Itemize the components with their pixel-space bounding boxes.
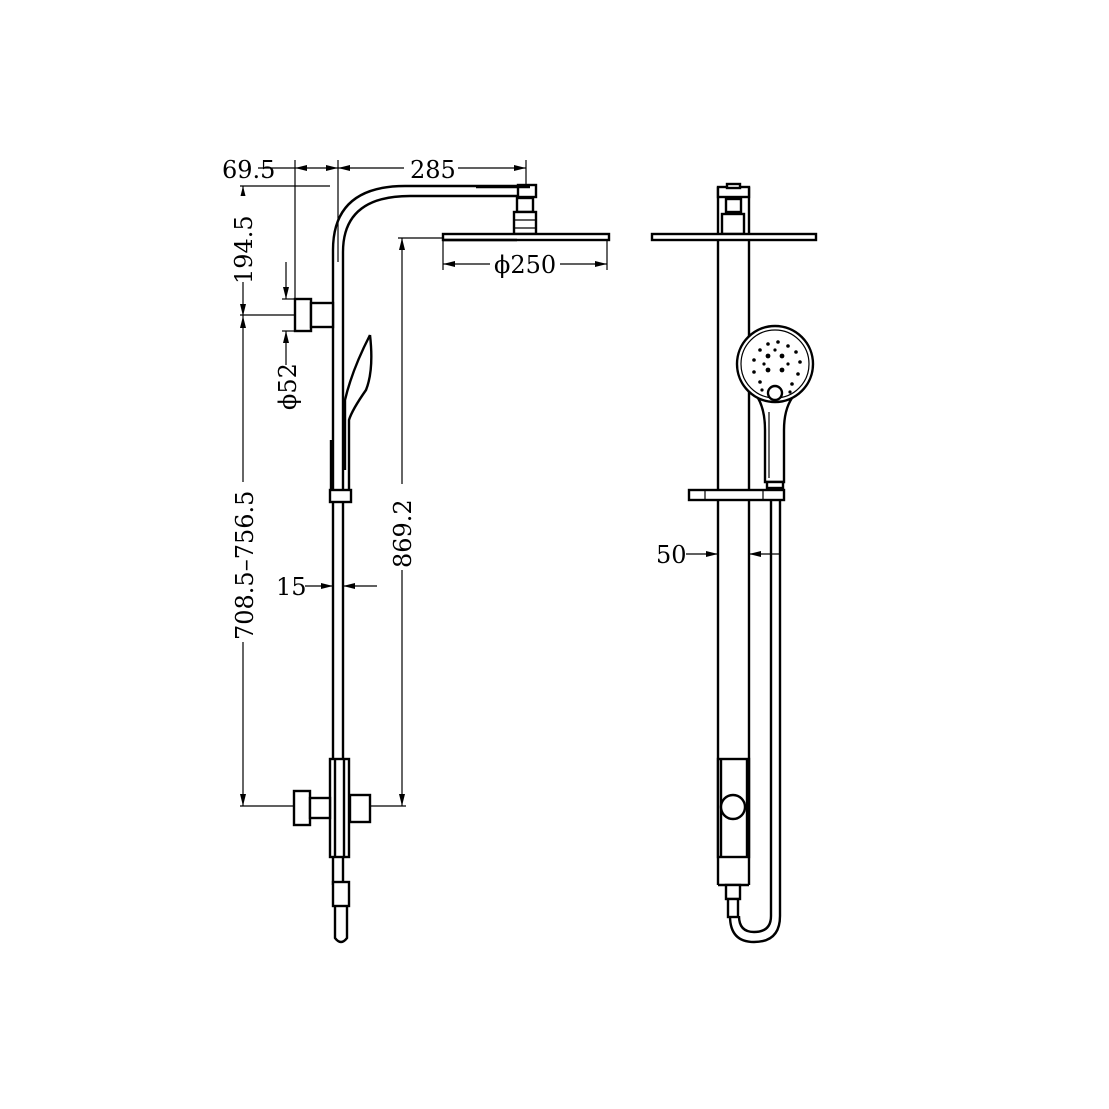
head-connector-lower-front (720, 212, 746, 236)
nozzle (794, 350, 798, 354)
mixer-plate (328, 757, 351, 859)
label-bg (388, 484, 416, 570)
arrow (443, 261, 455, 267)
arrow (595, 261, 607, 267)
arrow (321, 583, 333, 589)
arrow (343, 583, 355, 589)
dim-rail-width: 50 (656, 541, 687, 569)
spray-selector-button (766, 384, 784, 402)
hose-end (333, 906, 349, 944)
dim-arm-reach: 285 (410, 156, 456, 184)
dim-head-height: 869.2 (389, 499, 417, 568)
spray-nozzles (752, 340, 802, 394)
nozzle (788, 390, 792, 394)
nozzle (752, 370, 756, 374)
top-nub (725, 182, 742, 190)
wall-bracket-top-stem (309, 301, 335, 329)
head-connector-upper-front (724, 197, 743, 214)
arm-inner (341, 194, 532, 262)
nozzle (796, 372, 800, 376)
arrow (399, 238, 405, 250)
side-view: 69.5 285 194.5 ϕ52 708.5–756.5 (214, 154, 611, 944)
hose-loop-inner (737, 915, 773, 934)
arm-outer (331, 184, 537, 262)
nozzle (758, 380, 762, 384)
nozzle (779, 353, 785, 359)
nozzle (758, 348, 762, 352)
arrow (326, 165, 338, 171)
nozzle (752, 358, 756, 362)
mixer-handle-knob (719, 793, 747, 821)
label-bg (404, 154, 458, 182)
hose-connector-front (724, 883, 742, 901)
nozzle (790, 382, 794, 386)
dim-arm-height: 194.5 (230, 215, 258, 284)
hose-connector-stem (726, 897, 740, 919)
nozzle (773, 348, 777, 352)
handle-nut (765, 480, 785, 490)
wall-bracket-bottom-stem (308, 796, 332, 820)
head-connector-upper (515, 196, 535, 214)
arrow (514, 165, 526, 171)
dim-bracket-diameter: ϕ52 (274, 363, 302, 410)
nozzle (762, 362, 766, 366)
hose-nut (331, 880, 351, 908)
nozzle (765, 367, 771, 373)
arrow (283, 287, 289, 299)
nozzle (765, 353, 771, 359)
rain-head-profile (441, 232, 611, 242)
arrow (399, 794, 405, 806)
head-connector-lower (512, 210, 538, 236)
nozzle (779, 367, 785, 373)
dim-rail-height-range: 708.5–756.5 (231, 491, 259, 640)
dim-arm-offset: 69.5 (222, 156, 275, 184)
hand-shower-front (343, 334, 372, 470)
arrow (240, 316, 246, 328)
nozzle (760, 388, 764, 392)
nozzle (766, 342, 770, 346)
arrow (706, 551, 718, 557)
hand-shower-face (735, 324, 815, 404)
dim-rail-diameter: 15 (276, 573, 307, 601)
hand-shower-handle-front (756, 397, 794, 484)
nozzle (786, 362, 790, 366)
arrow (338, 165, 350, 171)
arrow (749, 551, 761, 557)
slider-bar-front (687, 488, 786, 502)
front-view: 50 (650, 182, 818, 944)
arrow (240, 794, 246, 806)
label-bg (214, 154, 258, 182)
rain-head-front (650, 232, 818, 242)
nozzle (798, 360, 802, 364)
hose-loop-outer (728, 915, 782, 944)
label-bg (490, 250, 560, 278)
wall-bracket-bottom (292, 789, 312, 827)
nozzle (776, 340, 780, 344)
nozzle (786, 344, 790, 348)
slider-clamp (328, 488, 353, 504)
arrow (295, 165, 307, 171)
dim-head-diameter: ϕ250 (494, 251, 556, 279)
label-bg (229, 482, 257, 642)
arrow (240, 304, 246, 316)
mixer-outlet (348, 793, 372, 824)
arrow (283, 331, 289, 343)
label-bg (229, 196, 257, 282)
hand-shower-back (347, 334, 373, 490)
arrow (240, 186, 246, 198)
wall-bracket-top (293, 297, 313, 333)
